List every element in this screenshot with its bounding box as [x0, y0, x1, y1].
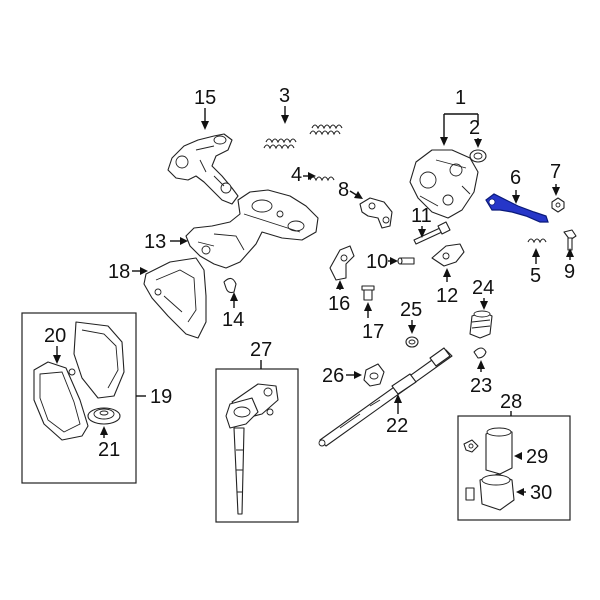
part-27-universal-joint-shaft — [225, 383, 279, 515]
callout-29: 29 — [514, 446, 548, 468]
callout-5: 5 — [530, 248, 541, 287]
callout-7: 7 — [550, 161, 561, 196]
part-21-grommet — [87, 407, 121, 425]
callout-13: 13 — [144, 231, 188, 253]
callout-13-label: 13 — [144, 231, 166, 253]
callout-25-label: 25 — [400, 299, 422, 321]
callout-10-label: 10 — [366, 251, 388, 273]
callout-4: 4 — [291, 164, 316, 186]
group-box-28 — [457, 415, 571, 521]
part-11-bolt — [413, 221, 451, 245]
group-box-19 — [21, 312, 137, 484]
callout-17-label: 17 — [362, 321, 384, 343]
part-14-clip — [223, 277, 237, 294]
callout-18: 18 — [108, 261, 148, 283]
part-12-bracket — [431, 243, 465, 267]
part-19-cover-plate — [33, 361, 89, 441]
callout-22-label: 22 — [386, 415, 408, 437]
part-29-upper-joint — [463, 427, 513, 475]
callout-3-label: 3 — [279, 85, 290, 107]
callout-7-label: 7 — [550, 161, 561, 183]
part-1-lock-housing — [409, 149, 479, 219]
callout-26-label: 26 — [322, 365, 344, 387]
part-15-upper-housing — [167, 133, 239, 205]
callout-19-label: 19 — [150, 386, 172, 408]
callout-19: 19 — [136, 386, 172, 408]
callout-21: 21 — [98, 426, 120, 461]
callout-23: 23 — [470, 360, 492, 397]
part-26-bushing — [363, 363, 385, 387]
part-2-ring — [469, 149, 487, 163]
part-18-column-cover — [143, 257, 207, 339]
callout-22: 22 — [386, 394, 408, 437]
part-9-bolt — [563, 229, 577, 251]
callout-10: 10 — [366, 251, 398, 273]
part-13-column-housing — [185, 189, 319, 269]
callout-12-label: 12 — [436, 285, 458, 307]
group-box-27 — [215, 368, 299, 523]
part-16-bracket — [329, 245, 355, 281]
callout-16: 16 — [328, 280, 350, 315]
callout-5-label: 5 — [530, 265, 541, 287]
callout-14-label: 14 — [222, 309, 244, 331]
callout-15-label: 15 — [194, 87, 216, 109]
callout-1: 1 — [440, 87, 479, 146]
callout-24: 24 — [472, 277, 494, 310]
callout-28-label: 28 — [500, 391, 522, 413]
part-30-lower-joint — [465, 473, 515, 511]
part-4-spring — [309, 176, 335, 182]
callout-8-label: 8 — [338, 179, 349, 201]
callout-15: 15 — [194, 87, 216, 130]
part-8-bracket — [359, 197, 393, 229]
callout-2: 2 — [469, 117, 482, 148]
callout-27: 27 — [250, 339, 272, 369]
callout-6-label: 6 — [510, 167, 521, 189]
callout-21-label: 21 — [98, 439, 120, 461]
callout-17: 17 — [362, 302, 384, 343]
callout-26: 26 — [322, 365, 362, 387]
callout-9-label: 9 — [564, 261, 575, 283]
part-10-pin — [397, 257, 415, 265]
callout-6: 6 — [510, 167, 521, 204]
callout-23-label: 23 — [470, 375, 492, 397]
callout-9: 9 — [564, 248, 575, 283]
callout-29-label: 29 — [526, 446, 548, 468]
part-25-bushing — [405, 336, 419, 348]
callout-4-label: 4 — [291, 164, 302, 186]
part-23-clip — [473, 347, 487, 359]
callout-18-label: 18 — [108, 261, 130, 283]
callout-30: 30 — [516, 482, 552, 504]
callout-20: 20 — [44, 325, 66, 364]
callout-2-label: 2 — [469, 117, 480, 139]
callout-14: 14 — [222, 292, 244, 331]
callout-28: 28 — [500, 391, 522, 416]
callout-8: 8 — [338, 179, 363, 201]
part-24-sleeve — [469, 310, 493, 339]
callout-11: 11 — [411, 205, 432, 238]
callout-24-label: 24 — [472, 277, 494, 299]
part-3-springs — [263, 124, 343, 150]
callout-11-label: 11 — [411, 205, 432, 227]
callout-16-label: 16 — [328, 293, 350, 315]
callout-1-label: 1 — [455, 87, 466, 109]
callout-27-label: 27 — [250, 339, 272, 361]
callout-3: 3 — [279, 85, 290, 124]
part-20-boot-seal — [68, 321, 125, 399]
callout-12: 12 — [436, 268, 458, 307]
callout-20-label: 20 — [44, 325, 66, 347]
part-5-spring — [527, 238, 547, 244]
part-6-tilt-lever-highlighted — [485, 193, 549, 223]
part-17-bolt — [361, 285, 375, 301]
callout-25: 25 — [400, 299, 422, 334]
part-22-steering-shaft — [318, 347, 453, 447]
part-7-nut — [551, 197, 565, 213]
callout-30-label: 30 — [530, 482, 552, 504]
